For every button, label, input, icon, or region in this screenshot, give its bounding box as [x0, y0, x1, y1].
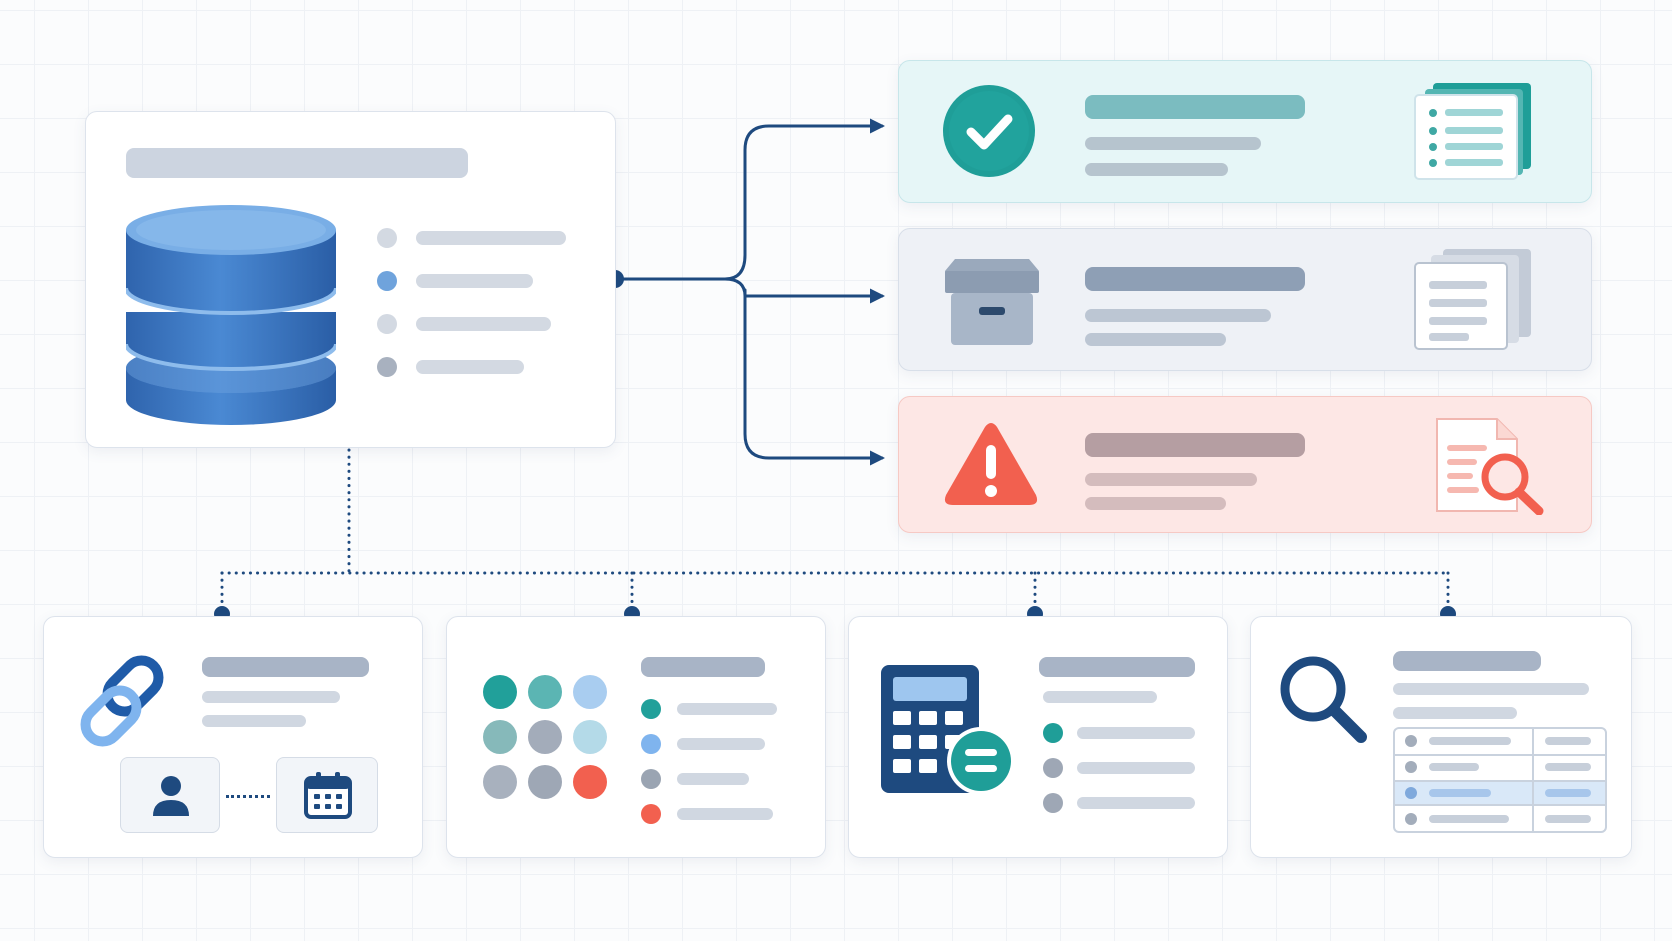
outcome-card-archive: [898, 228, 1592, 371]
legend-line-1: [677, 703, 777, 715]
relation-dotted-link: [226, 795, 270, 798]
text-placeholder-1: [1393, 683, 1589, 695]
legend-dot-2: [641, 734, 661, 754]
swatch-7: [483, 765, 517, 799]
title-placeholder: [1085, 433, 1305, 457]
text-placeholder-2: [202, 715, 306, 727]
legend-line-2: [677, 738, 765, 750]
source-card: [85, 111, 616, 448]
module-card-categories: [446, 616, 826, 858]
outcome-card-success: [898, 60, 1592, 203]
connector-to-archive: [723, 277, 885, 304]
legend-dot-4: [377, 357, 397, 377]
legend-dot-3: [377, 314, 397, 334]
user-tile: [120, 757, 220, 833]
text-placeholder-2: [1085, 163, 1228, 176]
text-placeholder-2: [1085, 497, 1226, 510]
archive-box-icon: [943, 257, 1041, 347]
connector-to-alert: [743, 288, 885, 466]
legend-dot-4: [641, 804, 661, 824]
title-placeholder: [202, 657, 369, 677]
module-card-lookup: [1250, 616, 1632, 858]
module-card-calculation: [848, 616, 1228, 858]
legend-line-1: [416, 231, 566, 245]
link-icon: [74, 653, 170, 749]
text-placeholder-1: [202, 691, 340, 703]
warning-triangle-icon: [943, 421, 1039, 507]
legend-line-3: [1077, 797, 1195, 809]
module-card-relations: [43, 616, 423, 858]
legend-line-3: [416, 317, 551, 331]
calendar-tile: [276, 757, 378, 833]
swatch-6: [573, 720, 607, 754]
text-placeholder-1: [1085, 309, 1271, 322]
swatch-1: [483, 675, 517, 709]
legend-dot-3: [641, 769, 661, 789]
legend-dot-2: [1043, 758, 1063, 778]
title-placeholder: [1085, 95, 1305, 119]
document-search-icon: [1433, 415, 1551, 515]
check-circle-icon: [943, 85, 1035, 177]
legend-line-3: [677, 773, 749, 785]
data-table-icon: [1393, 727, 1607, 833]
title-placeholder: [1085, 267, 1305, 291]
magnifier-icon: [1277, 653, 1369, 745]
text-placeholder-2: [1393, 707, 1517, 719]
legend-dot-2: [377, 271, 397, 291]
title-placeholder: [126, 148, 468, 178]
text-placeholder-1: [1085, 473, 1257, 486]
text-placeholder-1: [1043, 691, 1157, 703]
text-placeholder-2: [1085, 333, 1226, 346]
legend-line-1: [1077, 727, 1195, 739]
text-placeholder-1: [1085, 137, 1261, 150]
color-grid-icon: [483, 675, 607, 799]
document-stack-icon: [1413, 247, 1535, 351]
legend-line-2: [416, 274, 533, 288]
swatch-4: [483, 720, 517, 754]
legend-line-4: [416, 360, 524, 374]
title-placeholder: [1039, 657, 1195, 677]
outcome-card-alert: [898, 396, 1592, 533]
legend-dot-3: [1043, 793, 1063, 813]
connector-to-success: [723, 118, 885, 281]
swatch-2: [528, 675, 562, 709]
title-placeholder: [641, 657, 765, 677]
swatch-3: [573, 675, 607, 709]
legend-dot-1: [377, 228, 397, 248]
legend-dot-1: [641, 699, 661, 719]
calendar-icon: [303, 770, 353, 820]
swatch-9: [573, 765, 607, 799]
checklist-stack-icon: [1413, 81, 1535, 181]
swatch-8: [528, 765, 562, 799]
database-icon: [126, 204, 336, 426]
swatch-5: [528, 720, 562, 754]
title-placeholder: [1393, 651, 1541, 671]
legend-line-4: [677, 808, 773, 820]
user-icon: [151, 774, 191, 818]
legend-line-2: [1077, 762, 1195, 774]
calculator-icon: [879, 663, 1017, 797]
legend-dot-1: [1043, 723, 1063, 743]
